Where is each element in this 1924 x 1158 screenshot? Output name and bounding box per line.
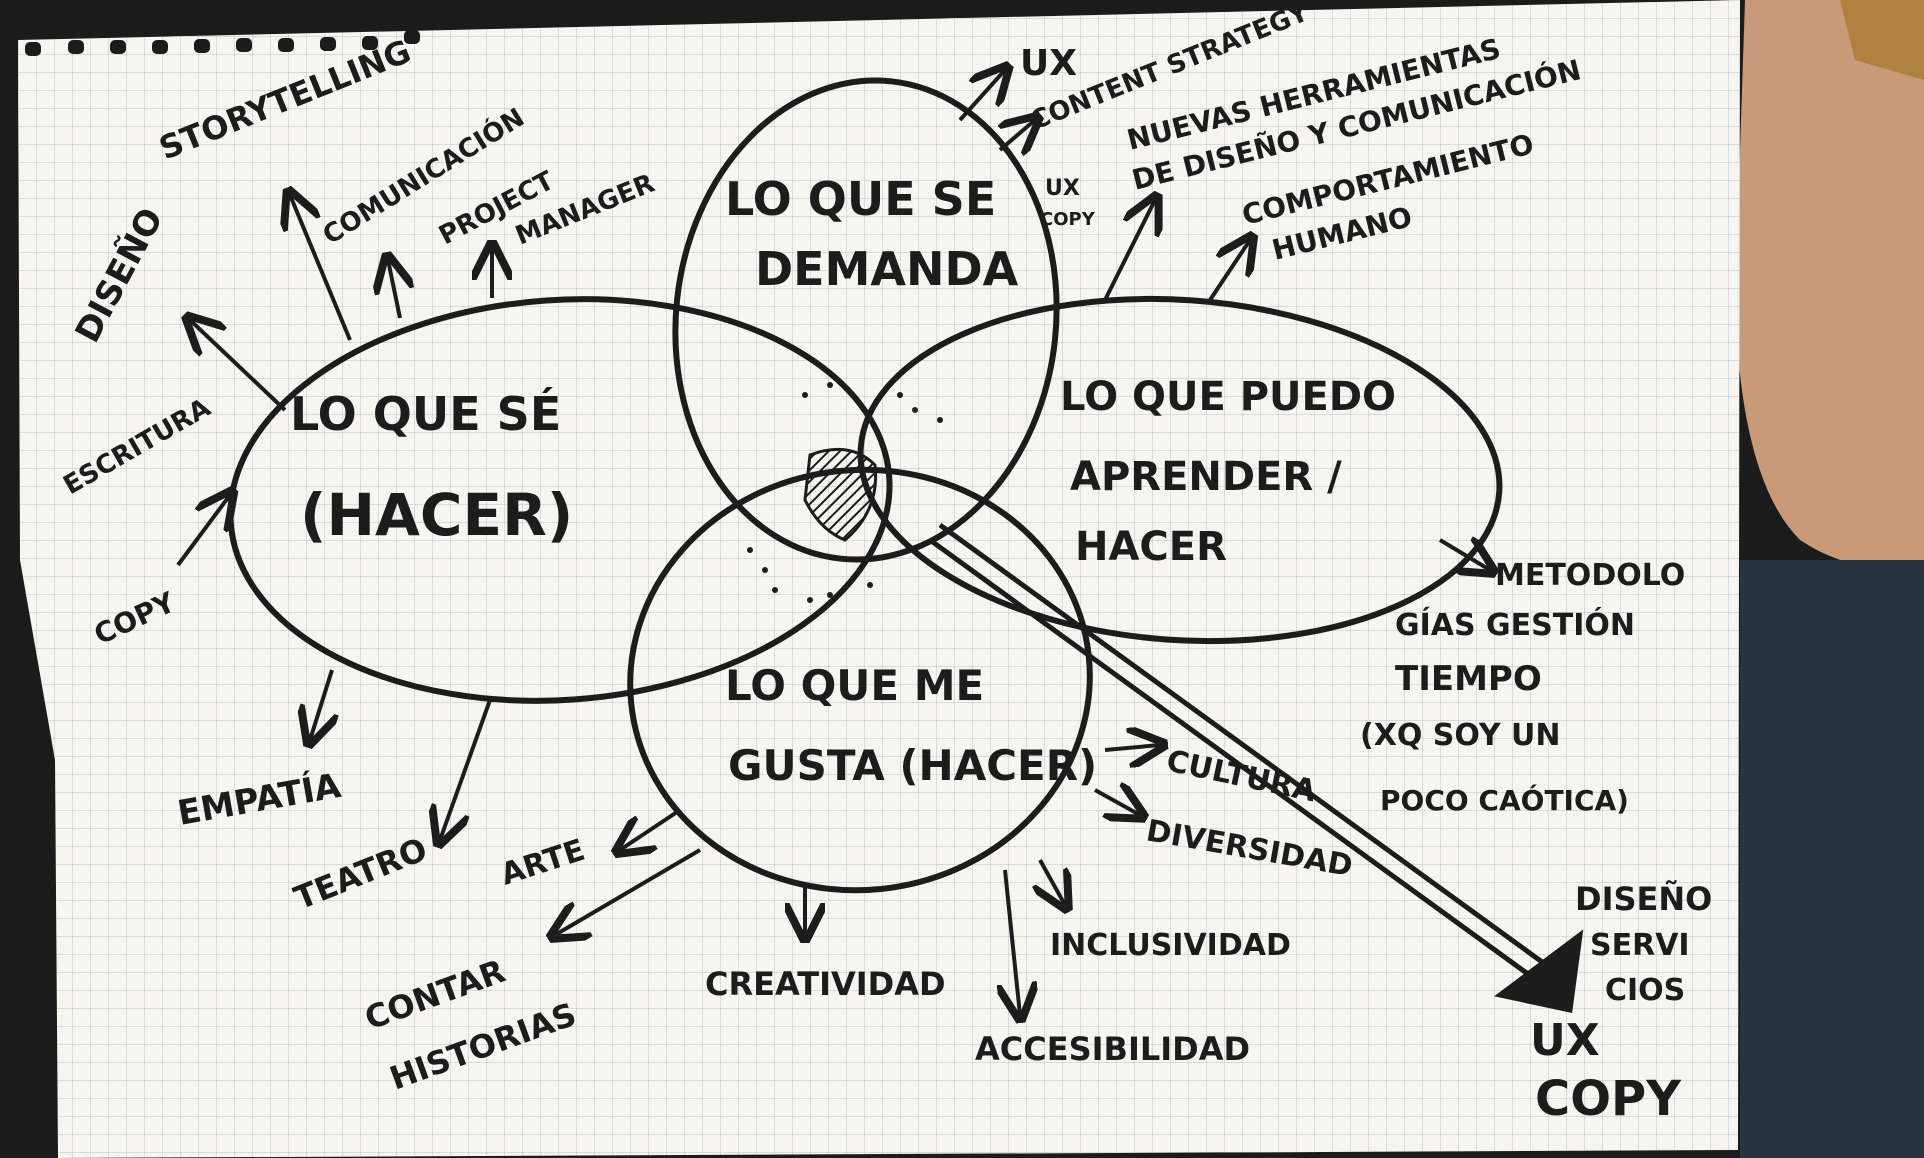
intersection-hatch	[803, 447, 878, 542]
arrow-content	[1000, 120, 1035, 150]
label-copy-small: COPY	[1040, 209, 1096, 230]
label-metod-4: (XQ SOY UN	[1360, 718, 1560, 753]
label-accesibilidad: ACCESIBILIDAD	[975, 1030, 1250, 1068]
arrow-empatia	[310, 669, 332, 740]
arrow-diseno	[290, 195, 352, 341]
arrow-cultura	[1104, 745, 1160, 750]
label-diseno-servicios-3: CIOS	[1605, 973, 1685, 1008]
label-ux-copy-2: COPY	[1535, 1071, 1682, 1127]
label-metod-3: TIEMPO	[1395, 659, 1542, 699]
circle-lo-que-puedo	[857, 295, 1503, 645]
circle-label-demanda-1: LO QUE SE	[725, 172, 996, 226]
paper-grid	[18, 0, 1740, 1158]
arrow-comportamiento	[1208, 240, 1250, 302]
arrow-contar	[555, 848, 702, 935]
arrow-accesibilidad	[1005, 869, 1020, 1015]
circle-label-puedo-2: APRENDER /	[1070, 454, 1342, 500]
floor	[1740, 560, 1924, 1158]
arrow-copy-left	[176, 495, 230, 567]
circle-label-lo-que-se: LO QUE SÉ	[290, 387, 561, 441]
label-creatividad: CREATIVIDAD	[705, 965, 946, 1003]
label-ux-small: UX	[1045, 176, 1080, 201]
circle-label-hacer: (HACER)	[300, 481, 573, 549]
arrow-diversidad	[1094, 790, 1140, 815]
sleeve	[1840, 0, 1924, 80]
arrow-ux-top	[958, 70, 1005, 122]
circle-lo-que-se-demanda	[672, 77, 1060, 563]
arrow-arte	[620, 808, 682, 850]
intersection-dots	[747, 382, 943, 603]
label-diseno-servicios-1: DISEÑO	[1575, 880, 1712, 918]
arm	[1735, 0, 1924, 567]
label-metod-2: GÍAS GESTIÓN	[1395, 606, 1635, 643]
arrow-teatro	[440, 699, 492, 840]
arrow-nuevas	[1103, 200, 1155, 301]
arrow-metodologias	[1438, 540, 1490, 570]
label-inclusividad: INCLUSIVIDAD	[1050, 928, 1291, 963]
label-diseno-servicios-2: SERVI	[1590, 928, 1690, 963]
circle-label-puedo-1: LO QUE PUEDO	[1060, 374, 1396, 420]
spiral-holes	[25, 30, 420, 56]
arrow-comunicacion	[388, 260, 400, 319]
arrow-inclusividad	[1040, 859, 1065, 905]
circle-label-puedo-3: HACER	[1075, 524, 1227, 570]
circle-label-demanda-2: DEMANDA	[755, 242, 1019, 296]
label-ux-top: UX	[1020, 43, 1077, 84]
label-metod-5: POCO CAÓTICA)	[1380, 783, 1629, 817]
label-metod-1: METODOLO	[1495, 558, 1685, 593]
arrow-to-diseno-servicios	[928, 522, 1584, 1014]
circle-label-gusta-2: GUSTA (HACER)	[728, 741, 1097, 790]
circle-label-gusta-1: LO QUE ME	[725, 661, 984, 710]
arrow-escritura	[190, 320, 287, 412]
label-ux-copy-1: UX	[1530, 1015, 1600, 1066]
